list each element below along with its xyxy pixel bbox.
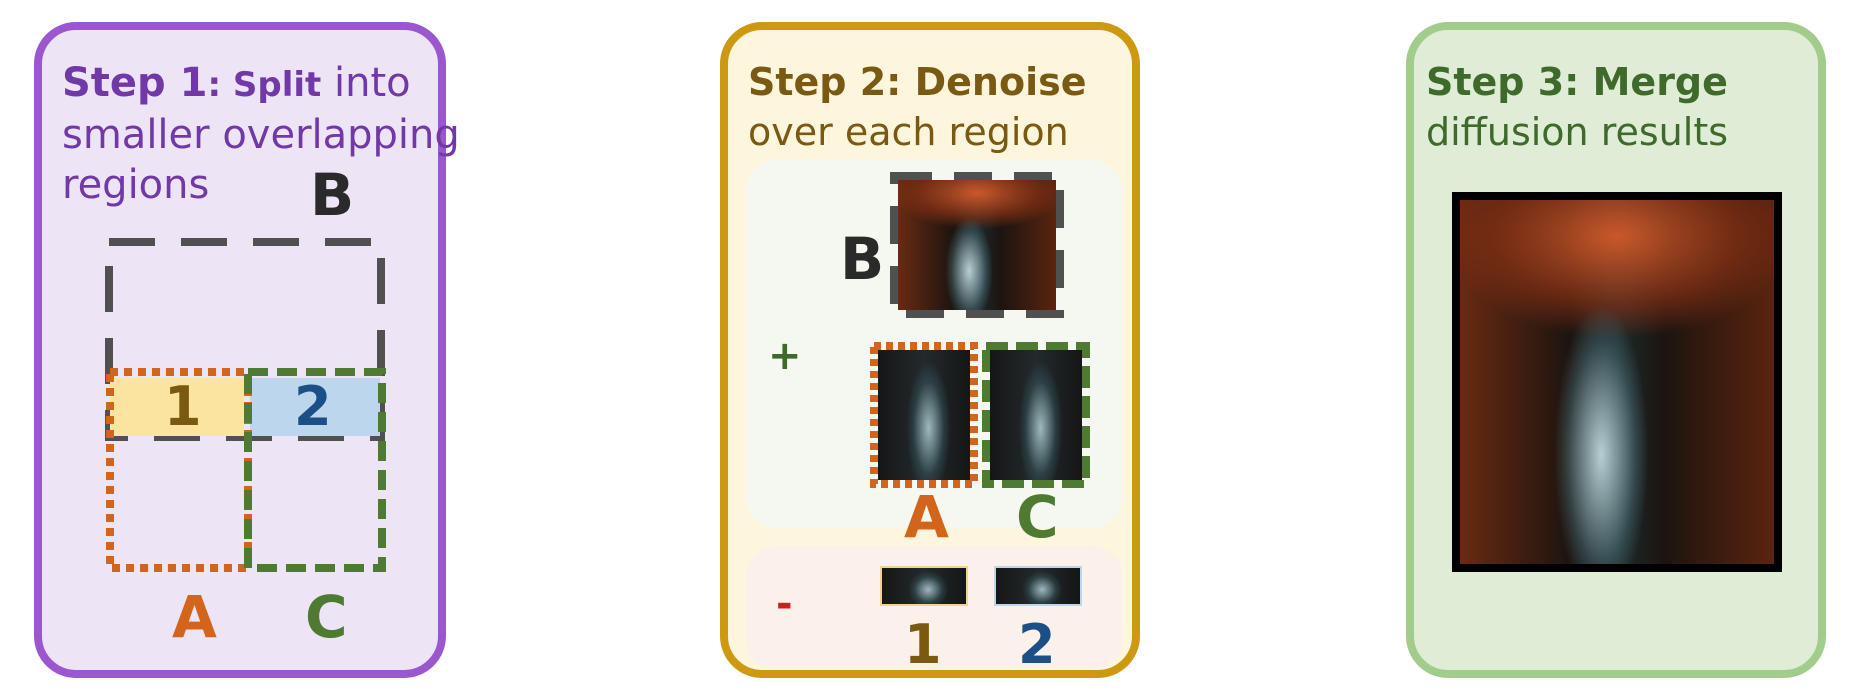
step3-merged-image-frame xyxy=(1452,192,1782,572)
step1-title-line2: smaller overlapping xyxy=(62,112,460,158)
step1-label-1: 1 xyxy=(164,375,202,438)
step2-overlap-2-image xyxy=(994,566,1082,606)
step1-overlap-1-fill xyxy=(110,378,244,436)
step2-ac-outlines xyxy=(870,342,1090,488)
step1-title-line3: regions xyxy=(62,162,210,208)
step2-region-a-image xyxy=(878,350,970,480)
step2-overlap-1-image xyxy=(880,566,968,606)
step2-title: Step 2: Denoise over each region xyxy=(748,57,1087,157)
step2-title-bold: Step 2: Denoise xyxy=(748,60,1087,104)
step1-region-c-box xyxy=(244,368,386,572)
step1-panel: Step 1: Split into smaller overlapping r… xyxy=(34,22,460,678)
step1-label-c: C xyxy=(305,583,348,651)
step2-minus-sign: - xyxy=(776,581,793,627)
step3-merged-image xyxy=(1460,200,1774,564)
step3-title: Step 3: Merge diffusion results xyxy=(1426,57,1728,157)
step2-region-c-box xyxy=(982,342,1090,488)
step1-title: Step 1: Split into smaller overlapping r… xyxy=(62,58,460,210)
step2-region-a-box xyxy=(870,342,978,488)
step3-title-bold: Step 3: Merge xyxy=(1426,60,1728,104)
step2-region-c-image xyxy=(990,350,1082,480)
step1-title-split: : Split xyxy=(207,65,322,105)
step1-label-b: B xyxy=(310,161,355,229)
step2-label-1: 1 xyxy=(904,613,942,676)
step2-region-outlines xyxy=(890,172,1064,318)
step2-label-c: C xyxy=(1016,483,1059,551)
step1-region-diagram xyxy=(105,238,386,572)
step2-label-a: A xyxy=(904,483,949,551)
step2-label-2: 2 xyxy=(1018,613,1056,676)
step2-region-b-image xyxy=(898,180,1056,310)
step2-title-line2: over each region xyxy=(748,110,1069,154)
step1-overlap-2-fill xyxy=(250,378,380,436)
step2-panel: Step 2: Denoise over each region B + A C… xyxy=(720,22,1140,678)
step1-title-into: into xyxy=(321,60,411,106)
step2-region-b-box xyxy=(890,172,1064,318)
step1-label-a: A xyxy=(172,583,217,651)
step1-label-2: 2 xyxy=(294,375,332,438)
step3-panel: Step 3: Merge diffusion results xyxy=(1406,22,1826,678)
step3-title-line2: diffusion results xyxy=(1426,110,1729,154)
step1-title-step: Step 1 xyxy=(62,60,208,106)
step2-plus-sign: + xyxy=(768,333,802,379)
step2-label-b: B xyxy=(840,225,885,293)
